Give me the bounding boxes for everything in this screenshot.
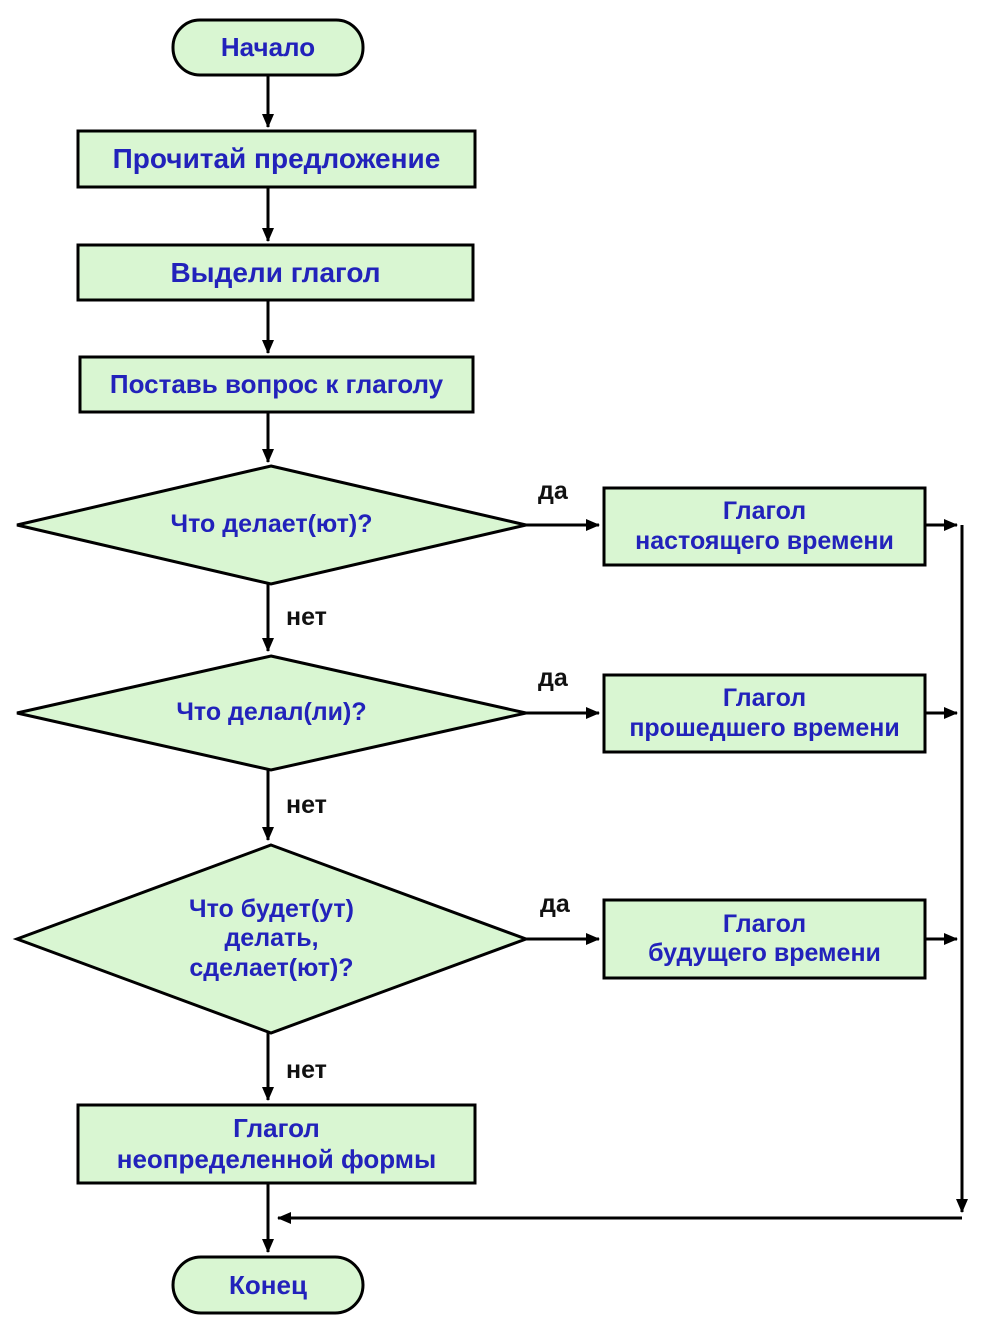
ask-question-box-shape	[78, 355, 475, 414]
q-present-diamond-shape	[16, 464, 527, 586]
q-past-diamond-shape	[16, 654, 527, 772]
read-sentence-box-shape	[76, 129, 477, 189]
select-verb-box-shape	[76, 243, 475, 302]
end-terminator-shape	[171, 1255, 365, 1315]
shapes	[12, 18, 927, 1315]
future-tense-box-shape	[602, 898, 927, 980]
connectors	[262, 75, 968, 1253]
start-terminator-shape	[171, 18, 365, 77]
present-tense-box-shape	[602, 486, 927, 567]
q-future-diamond-shape	[12, 843, 531, 1035]
past-tense-box-shape	[602, 673, 927, 754]
infinitive-box-shape	[76, 1103, 477, 1185]
